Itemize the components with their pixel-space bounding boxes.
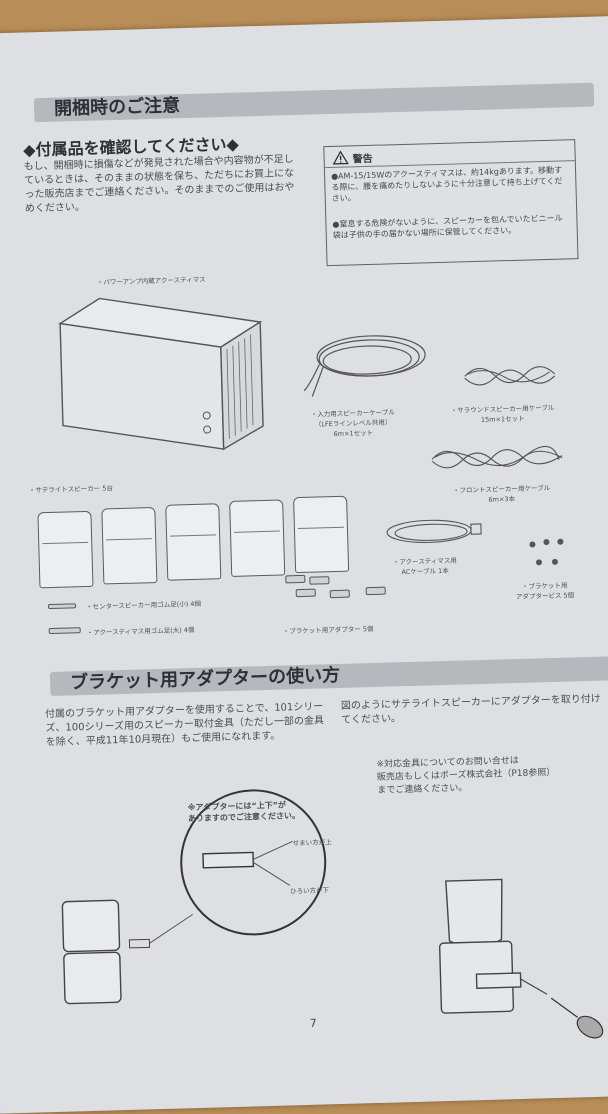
label-wide-side-bottom: ひろい方が下 [290,884,329,895]
acoustimass-module-illustration [49,288,274,464]
label-acoustimass: ・パワーアンプ内蔵アクースティマス [97,274,206,287]
adapter-orientation-note: ※アダプターには“上下”が ありますのでご注意ください。 [188,799,301,824]
satellite-speaker-1 [37,511,93,588]
label-satellites: ・サテライトスピーカー 5台 [29,482,113,494]
support-note: ※対応金具についてのお問い合せは 販売店もしくはボーズ株式会社（P18参照） ま… [376,753,607,798]
ac-cable-illustration [379,510,490,553]
label-am-pads: ・アクースティマス用ゴム足(大) 4個 [87,624,195,637]
adapter-instruction-text: 図のようにサテライトスピーカーにアダプターを取り付けてください。 [341,693,602,728]
section-header-unpacking: 開梱時のご注意 [34,83,594,123]
stacked-speakers-illustration [52,888,196,1032]
warning-title: 警告 [352,150,372,166]
adapter-screws-illustration [524,537,575,572]
speaker-adapter-mounting-illustration [424,866,608,1051]
warning-plastic-bag: ●窒息する危険がないように、スピーカーを包んでいたビニール袋は子供の手の届かない… [332,212,569,241]
adapter-usage-text: 付属のブラケット用アダプターを使用することで、101シリーズ、100シリーズ用の… [45,700,326,750]
label-narrow-side-top: せまい方が上 [293,836,332,847]
satellite-speaker-5 [293,496,349,573]
surround-cable-illustration [459,354,560,397]
intro-text: もし、開梱時に損傷などが発見された場合や内容物が不足しているときは、そのままの状… [24,153,295,217]
satellite-speaker-3 [165,503,221,580]
warning-weight: ●AM-15/15Wのアクースティマスは、約14kgあります。移動する際に、腰を… [331,164,568,204]
satellite-speaker-4 [229,499,285,576]
label-center-pads: ・センタースピーカー用ゴム足(小) 4個 [86,598,201,611]
warning-box: 警告 ●AM-15/15Wのアクースティマスは、約14kgあります。移動する際に… [323,139,578,266]
page-number: 7 [310,1017,317,1030]
label-bracket-adapter: ・ブラケット用アダプター 5個 [283,623,374,636]
manual-page: 開梱時のご注意 ◆付属品を確認してください◆ もし、開梱時に損傷などが発見された… [0,16,608,1114]
label-surround-cable: ・サラウンドスピーカー用ケーブル 15m×1セット [451,402,555,425]
front-cable-illustration [426,436,567,480]
label-adapter-screws: ・ブラケット用 アダプタービス 5個 [515,579,574,601]
label-front-cable: ・フロントスピーカー用ケーブル 6m×3本 [453,482,551,505]
label-input-cable: ・入力用スピーカーケーブル （LFEラインレベル共用） 6m×1セット [311,406,396,438]
satellite-speaker-2 [101,507,157,584]
section-header-adapter-usage: ブラケット用アダプターの使い方 [50,656,608,696]
input-speaker-cable-illustration [298,321,430,405]
warning-triangle-icon [332,150,348,164]
label-ac-cable: ・アクースティマス用 ACケーブル 1本 [393,555,458,577]
